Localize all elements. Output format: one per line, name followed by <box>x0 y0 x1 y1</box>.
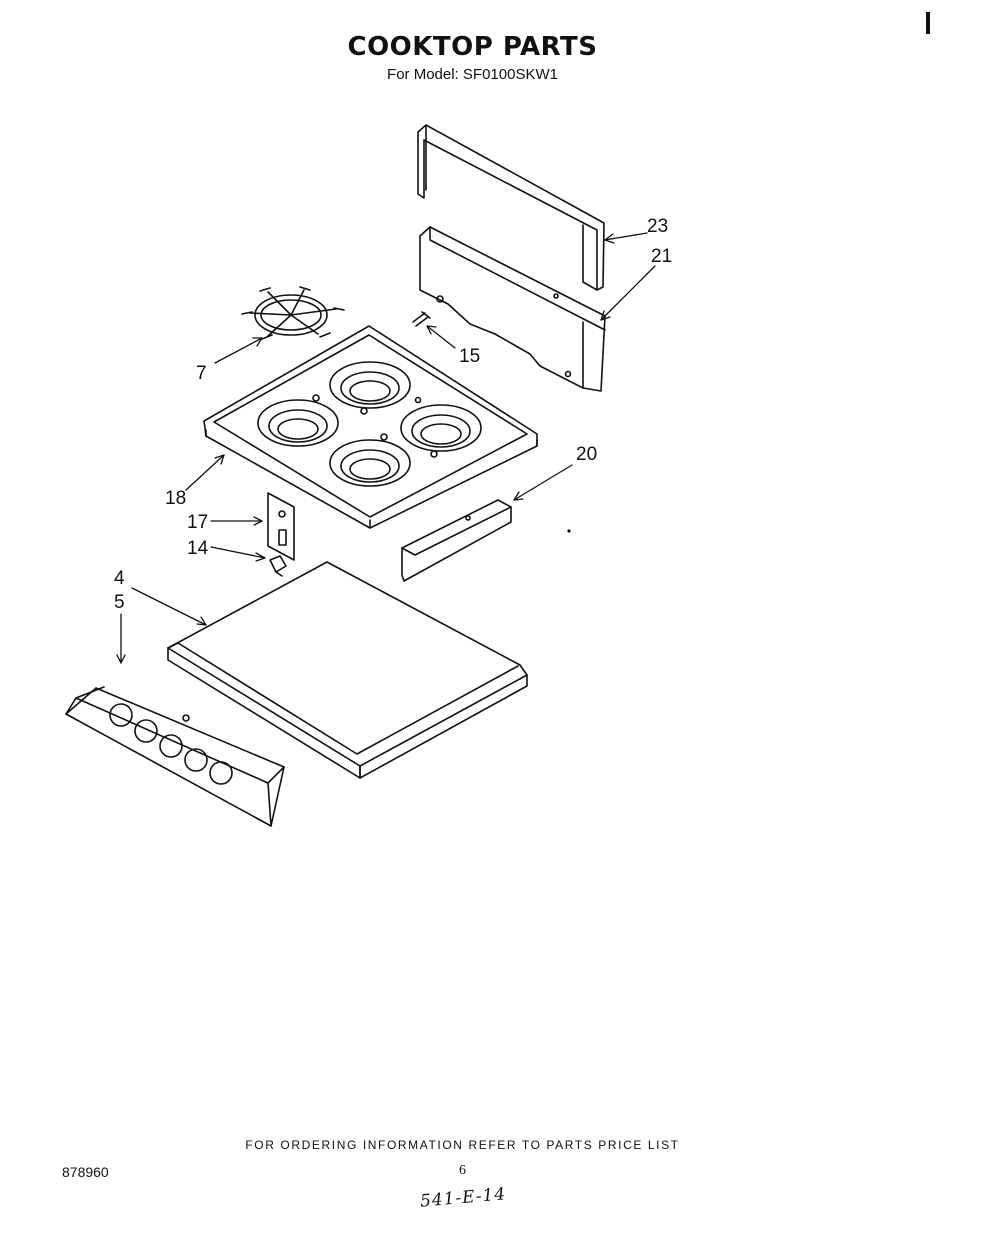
front-trim-strip-part <box>401 499 512 582</box>
callout-15: 15 <box>459 346 480 367</box>
rear-trim-part <box>417 124 605 291</box>
callout-20: 20 <box>576 444 597 465</box>
control-knobs <box>109 703 233 785</box>
page-title: COOKTOP PARTS <box>347 32 598 62</box>
callout-7: 7 <box>196 363 207 384</box>
clip-part <box>269 555 287 577</box>
stray-dot <box>567 529 571 533</box>
cooktop-part <box>203 325 538 529</box>
ordering-note: FOR ORDERING INFORMATION REFER TO PARTS … <box>245 1138 680 1152</box>
burner-grate-part <box>241 286 345 340</box>
control-panel-part <box>65 686 285 827</box>
document-number: 878960 <box>62 1164 109 1180</box>
callout-21: 21 <box>651 246 672 267</box>
backguard-panel-part <box>419 226 606 392</box>
burner-box-part <box>167 561 528 779</box>
callout-23: 23 <box>647 216 668 237</box>
callout-14: 14 <box>187 538 209 559</box>
callout-18: 18 <box>165 488 186 509</box>
leader-lines <box>116 232 656 664</box>
burner-openings <box>257 361 482 487</box>
corner-registration-mark <box>926 12 930 34</box>
callout-labels: 23 21 15 7 20 18 17 14 4 5 <box>114 216 672 613</box>
callout-17: 17 <box>187 512 208 533</box>
page-number: 6 <box>459 1163 466 1178</box>
callout-4: 4 <box>114 568 125 589</box>
model-subtitle: For Model: SF0100SKW1 <box>387 66 558 83</box>
screw-part <box>412 311 431 327</box>
callout-5: 5 <box>114 592 125 613</box>
bracket-part <box>267 492 295 561</box>
